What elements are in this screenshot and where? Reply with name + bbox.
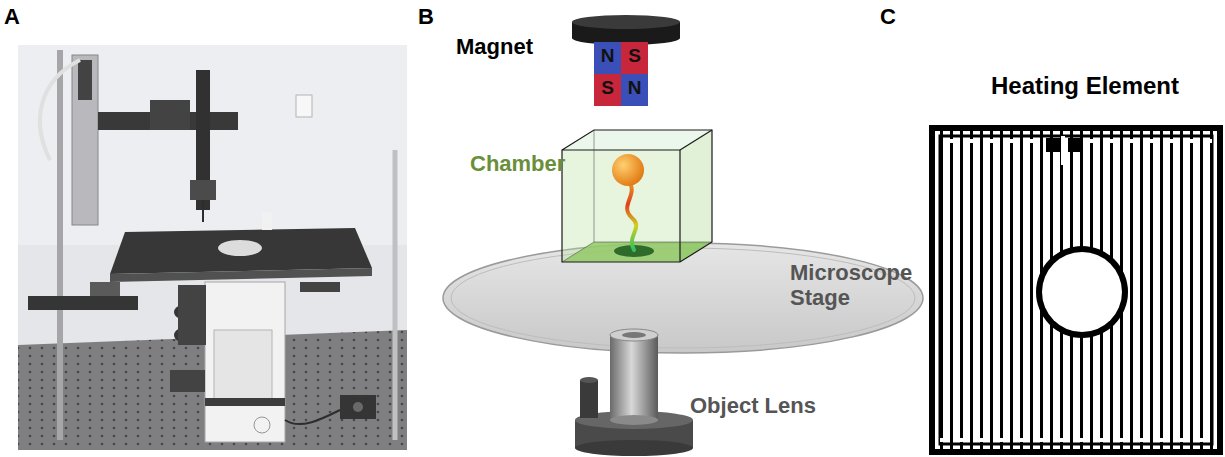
panel-letter: C xyxy=(880,4,896,29)
panel-letter: A xyxy=(4,4,20,29)
part-label: Heating Element xyxy=(990,72,1180,100)
panel-letter: B xyxy=(418,4,434,29)
heating-element xyxy=(932,128,1220,452)
part-label: Magnet xyxy=(456,34,533,59)
magnet-symbol xyxy=(572,15,680,106)
pole-letter: S xyxy=(594,77,621,99)
pole-letter: N xyxy=(621,77,648,99)
part-label: Chamber xyxy=(470,151,565,176)
part-label: Object Lens xyxy=(690,393,816,418)
pole-letter: N xyxy=(594,45,621,67)
objective-lens xyxy=(575,329,693,456)
chamber-box xyxy=(562,130,712,262)
setup-photo xyxy=(18,45,407,450)
part-label: Microscope Stage xyxy=(790,260,930,311)
pole-letter: S xyxy=(621,45,648,67)
